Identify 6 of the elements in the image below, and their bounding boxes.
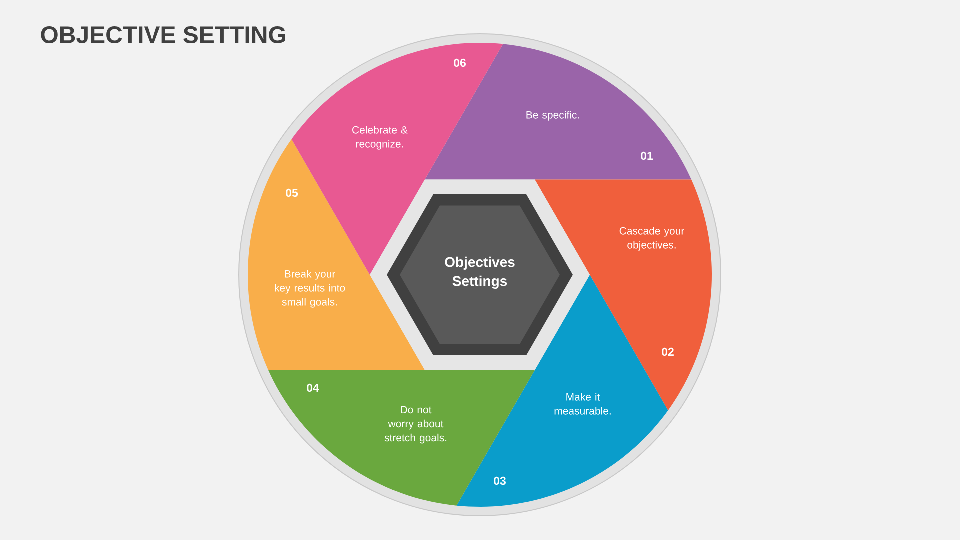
step-number: 03 [494, 476, 506, 486]
title: OBJECTIVE SETTING [41, 26, 286, 44]
step-number: 01 [641, 152, 654, 160]
step-number: 04 [307, 384, 320, 392]
step-number: 06 [454, 58, 466, 68]
hexagon: Objectives Settings [387, 194, 573, 356]
